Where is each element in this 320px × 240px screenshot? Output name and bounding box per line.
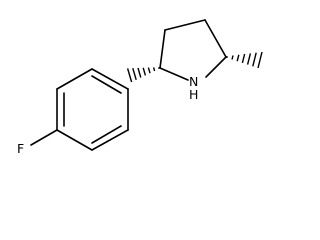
carbon-fluorine-bond (30, 129, 58, 146)
fluorine-label: F (17, 141, 24, 156)
ring-bond (56, 129, 93, 151)
hash-mark (236, 54, 240, 62)
ring-bond (91, 129, 129, 151)
nitrogen-hydrogen-label: H (189, 87, 198, 102)
chemical-structure-diagram: F N H (17, 19, 263, 156)
hash-mark (152, 67, 156, 72)
hashed-wedge-bond-methyl (226, 51, 263, 69)
hash-mark (231, 55, 234, 60)
hash-mark (252, 52, 257, 67)
hash-mark (132, 68, 137, 80)
hash-mark (137, 67, 142, 78)
ring-bond (91, 68, 129, 90)
hash-mark (142, 67, 147, 76)
ring-bond (159, 67, 189, 81)
ring-bond (205, 56, 227, 78)
nitrogen-label: N (189, 74, 198, 89)
hash-mark (126, 68, 133, 83)
ring-bond (56, 68, 93, 90)
hash-mark (257, 51, 263, 69)
ring-double-bond (91, 125, 122, 144)
hash-mark (246, 53, 252, 65)
hash-mark (241, 53, 246, 64)
pyrrolidine-ring (159, 19, 227, 81)
benzene-ring (56, 68, 129, 151)
ring-bond (159, 29, 166, 69)
ring-bond (164, 19, 206, 31)
structure-svg: F N H (17, 19, 263, 156)
hash-mark (147, 67, 151, 74)
ring-bond (204, 19, 227, 58)
ring-double-bond (91, 75, 122, 94)
hashed-wedge-bond-aryl (126, 67, 160, 83)
